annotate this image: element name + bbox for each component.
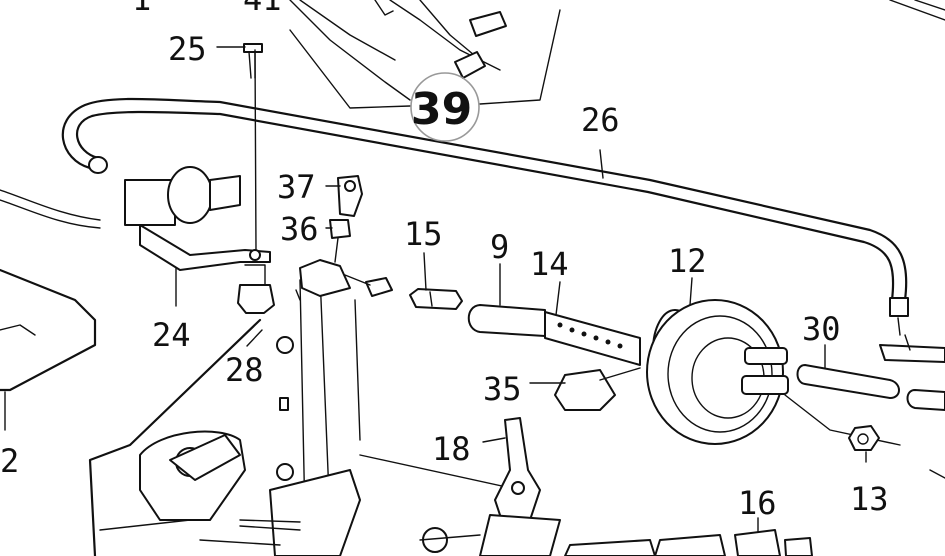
short-hoses [796, 334, 945, 411]
callout-39-ring [410, 72, 480, 142]
callout-25: 25 [168, 30, 207, 68]
callout-30: 30 [802, 310, 841, 348]
callout-37: 37 [277, 168, 316, 206]
adjuster-rod [544, 311, 641, 366]
bushing [237, 264, 275, 314]
callout-9: 9 [490, 228, 509, 266]
callout-36: 36 [280, 210, 319, 248]
bracket-spring [295, 175, 393, 301]
callout-24: 24 [152, 316, 191, 354]
nut [784, 394, 945, 479]
callout-labels: 1 41 25 39 26 37 36 15 9 14 12 30 24 28 … [0, 0, 889, 522]
callout-35: 35 [483, 370, 522, 408]
callout-12: 12 [668, 242, 707, 280]
callout-1: 1 [132, 0, 151, 18]
vacuum-unit [646, 299, 789, 445]
callout-28: 28 [225, 351, 264, 389]
clip [409, 288, 463, 310]
callout-26: 26 [581, 101, 620, 139]
callout-13: 13 [850, 480, 889, 518]
callout-39: 39 [411, 84, 472, 135]
upper-assembly [289, 0, 945, 109]
callout-2: 2 [0, 442, 19, 480]
callout-41: 41 [243, 0, 282, 18]
mounting-bracket [554, 367, 641, 411]
left-panel [0, 268, 521, 556]
screw [243, 43, 263, 251]
callout-15: 15 [404, 215, 443, 253]
lever [419, 417, 561, 556]
callout-16: 16 [738, 484, 777, 522]
solenoid-valve [0, 166, 271, 271]
leader-lines [175, 46, 867, 533]
actuator [564, 529, 813, 556]
vacuum-hose [61, 97, 909, 336]
rod [467, 304, 546, 337]
callout-18: 18 [432, 430, 471, 468]
callout-14: 14 [530, 245, 569, 283]
